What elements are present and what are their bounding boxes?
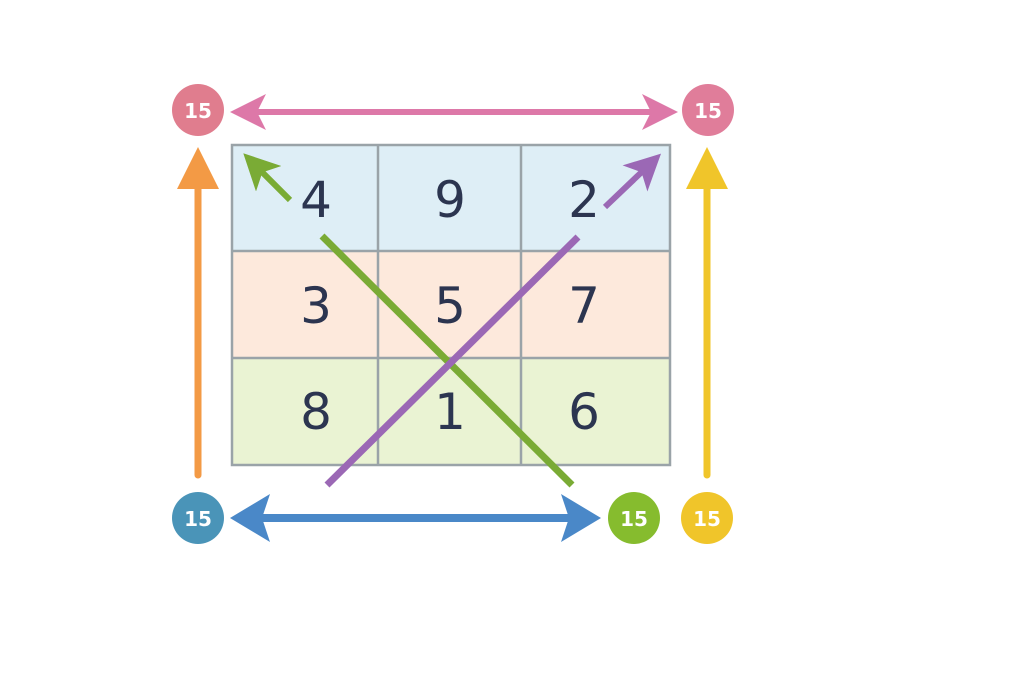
row-bg-1 bbox=[232, 145, 670, 251]
arrows bbox=[177, 94, 728, 542]
row-bg-2 bbox=[232, 251, 670, 358]
svg-text:15: 15 bbox=[620, 507, 648, 531]
svg-text:15: 15 bbox=[694, 99, 722, 123]
sum-badges: 15 15 15 15 15 bbox=[172, 84, 734, 544]
cell-number: 1 bbox=[434, 383, 466, 441]
sum-badge-top-right: 15 bbox=[682, 84, 734, 136]
sum-badge-top-left: 15 bbox=[172, 84, 224, 136]
numbers: 4 9 2 3 5 7 8 1 6 bbox=[300, 171, 600, 441]
svg-text:15: 15 bbox=[693, 507, 721, 531]
sum-badge-bottom-green: 15 bbox=[608, 492, 660, 544]
cell-number: 8 bbox=[300, 383, 332, 441]
main-diagonal-line bbox=[319, 233, 575, 488]
main-diagonal-arrow-head bbox=[243, 153, 293, 203]
row-bg-3 bbox=[232, 358, 670, 465]
cell-number: 4 bbox=[300, 171, 332, 229]
svg-text:15: 15 bbox=[184, 99, 212, 123]
cell-number: 3 bbox=[300, 277, 332, 335]
cell-number: 5 bbox=[434, 277, 466, 335]
grid-border bbox=[230, 143, 672, 467]
anti-diagonal-line bbox=[324, 234, 581, 488]
cell-number: 2 bbox=[568, 171, 600, 229]
sum-badge-bottom-yellow: 15 bbox=[681, 492, 733, 544]
sum-badge-bottom-left: 15 bbox=[172, 492, 224, 544]
cell-number: 9 bbox=[434, 171, 466, 229]
anti-diagonal-arrow-head bbox=[602, 153, 662, 210]
cell-number: 6 bbox=[568, 383, 600, 441]
svg-text:15: 15 bbox=[184, 507, 212, 531]
cell-number: 7 bbox=[568, 277, 600, 335]
